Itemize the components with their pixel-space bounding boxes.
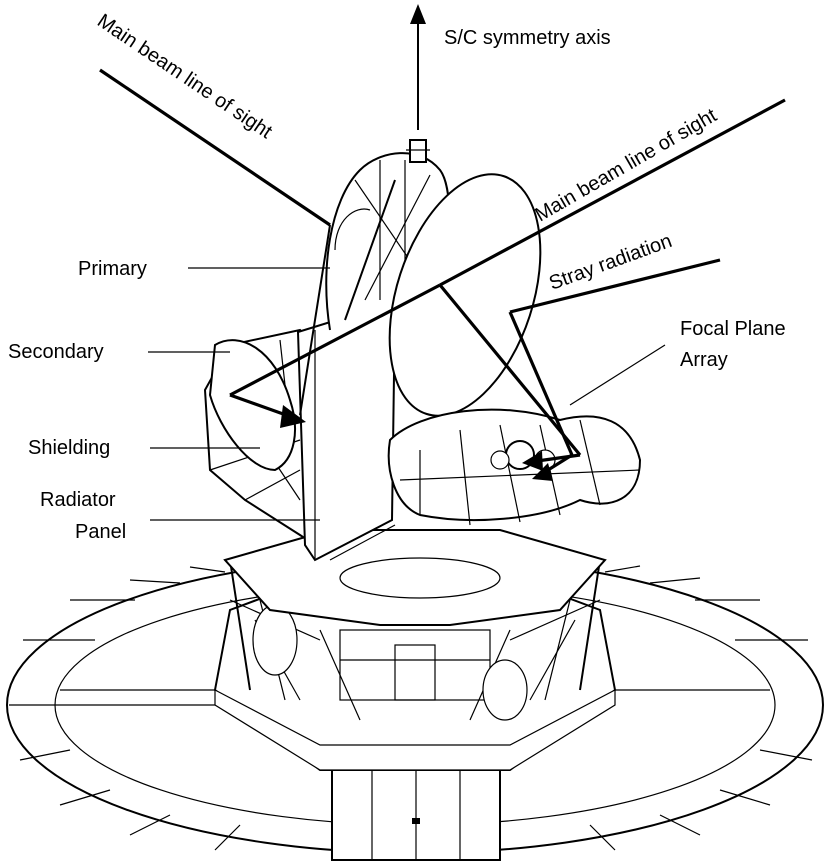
focal-plane-leader <box>569 344 666 406</box>
primary-label: Primary <box>78 258 147 280</box>
payload-platform <box>223 529 607 626</box>
leader-lines <box>148 267 666 521</box>
main-beam-left-label: Main beam line of sight <box>93 10 276 143</box>
symmetry-axis-label: S/C symmetry axis <box>444 27 611 49</box>
focal-plane-label-line1: Focal Plane <box>680 318 786 340</box>
focal-plane-label-line2: Array <box>680 349 728 371</box>
radiator-label-line1: Radiator <box>40 489 116 511</box>
beam-ray-paths <box>99 68 786 481</box>
main-beam-right-label: Main beam line of sight <box>532 104 721 226</box>
focal-plane-housing <box>387 408 642 526</box>
symmetry-axis-arrow <box>410 4 426 130</box>
stray-radiation-label: Stray radiation <box>546 230 675 295</box>
radiator-label-line2: Panel <box>75 521 126 543</box>
front-solar-panel <box>331 769 501 861</box>
primary-reflector <box>388 173 542 417</box>
service-module <box>213 559 617 771</box>
radiator-panel-structure <box>296 300 397 562</box>
secondary-label: Secondary <box>8 341 104 363</box>
shielding-label: Shielding <box>28 437 110 459</box>
